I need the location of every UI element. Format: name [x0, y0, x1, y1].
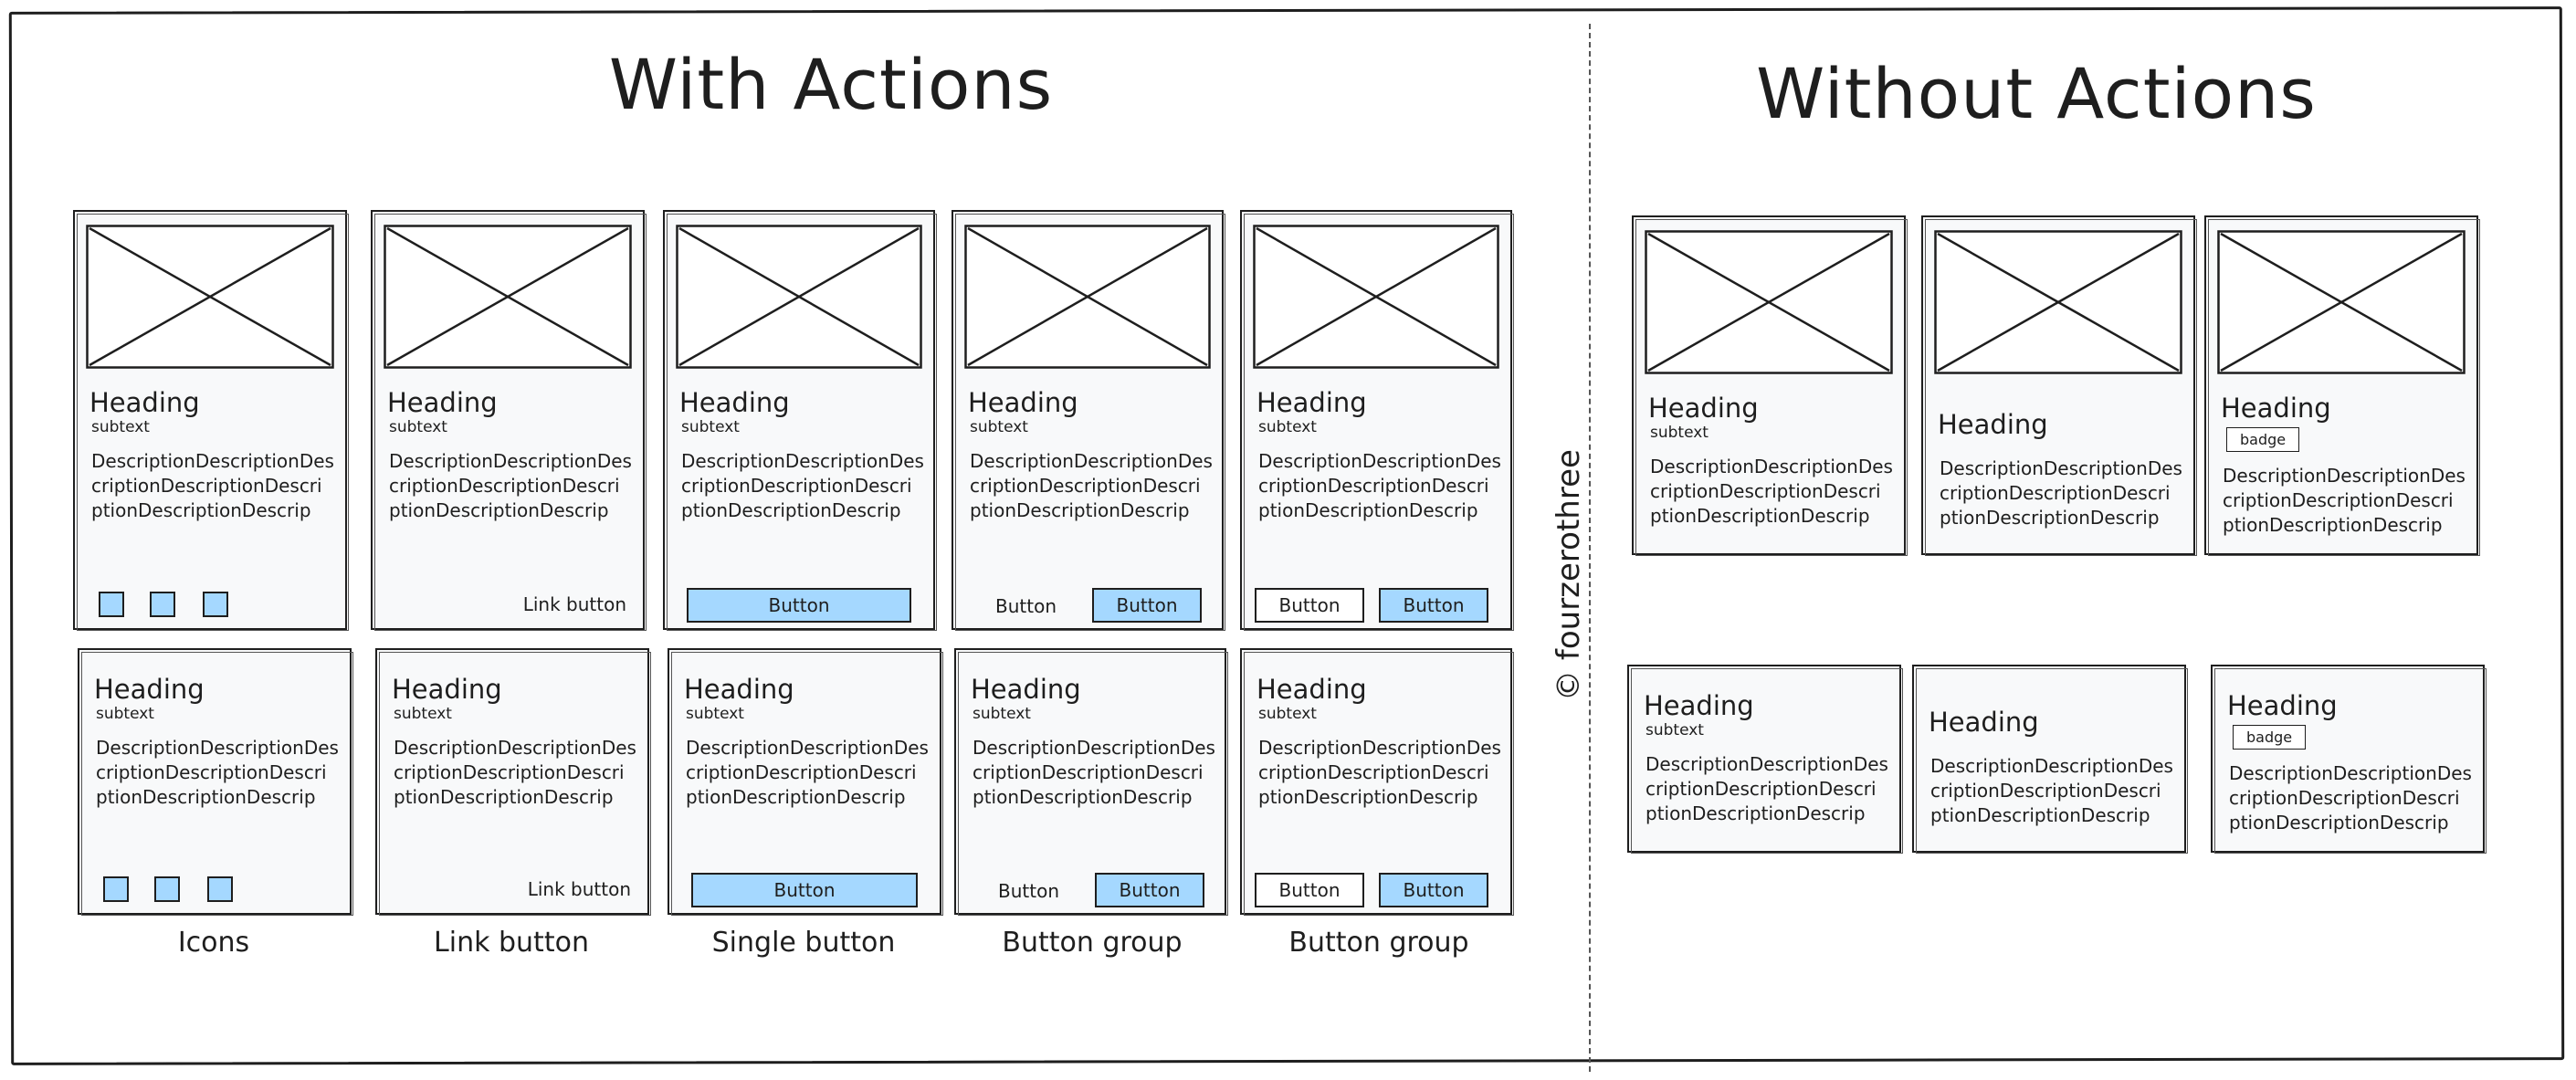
column-label: Single button [711, 927, 896, 959]
card-heading: Heading [1938, 409, 2048, 440]
card-heading: Heading [971, 674, 1081, 705]
column-label: Link button [434, 927, 589, 959]
primary-button[interactable]: Button [1379, 873, 1488, 907]
card-subtext: subtext [389, 418, 447, 436]
card-subtext: subtext [970, 418, 1028, 436]
card-heading: Heading [89, 387, 200, 418]
card-subtext: subtext [394, 705, 452, 723]
watermark: © fourzerothree [1551, 449, 1587, 701]
square-icon[interactable] [150, 592, 175, 617]
card-description: DescriptionDescriptionDes criptionDescri… [681, 450, 924, 521]
section-title-without-actions: Without Actions [1756, 53, 2317, 134]
placeholder-image-icon [86, 225, 334, 369]
card-subtext: subtext [1258, 705, 1317, 723]
placeholder-image-icon [676, 225, 922, 369]
card-description: DescriptionDescriptionDes criptionDescri… [1645, 753, 1888, 824]
card-subtext: subtext [1258, 418, 1317, 436]
section-divider [1589, 24, 1591, 1072]
link-button[interactable]: Link button [527, 878, 631, 900]
column-label: Button group [1002, 927, 1183, 959]
card-description: DescriptionDescriptionDes criptionDescri… [1930, 755, 2173, 826]
card-heading: Heading [968, 387, 1078, 418]
card-subtext: subtext [96, 705, 154, 723]
card-heading: Heading [679, 387, 790, 418]
text-button[interactable]: Button [995, 595, 1057, 617]
card-heading: Heading [392, 674, 502, 705]
placeholder-image-icon [1934, 230, 2182, 374]
primary-button[interactable]: Button [1095, 873, 1204, 907]
card-description: DescriptionDescriptionDes criptionDescri… [970, 450, 1213, 521]
card-description: DescriptionDescriptionDes criptionDescri… [96, 737, 339, 808]
card-heading: Heading [684, 674, 794, 705]
primary-button[interactable]: Button [687, 588, 911, 623]
card-description: DescriptionDescriptionDes criptionDescri… [394, 737, 636, 808]
placeholder-image-icon [384, 225, 632, 369]
card-description: DescriptionDescriptionDes criptionDescri… [1650, 456, 1893, 527]
card-subtext: subtext [686, 705, 744, 723]
card-heading: Heading [94, 674, 205, 705]
secondary-button[interactable]: Button [1255, 873, 1364, 907]
placeholder-image-icon [964, 225, 1211, 369]
card-description: DescriptionDescriptionDes criptionDescri… [973, 737, 1215, 808]
card-description: DescriptionDescriptionDes criptionDescri… [389, 450, 632, 521]
card-heading: Heading [1929, 707, 2039, 738]
card-description: DescriptionDescriptionDes criptionDescri… [1258, 737, 1501, 808]
square-icon[interactable] [154, 876, 180, 902]
square-icon[interactable] [203, 592, 228, 617]
primary-button[interactable]: Button [1092, 588, 1202, 623]
card-heading: Heading [1256, 387, 1367, 418]
square-icon[interactable] [99, 592, 124, 617]
card-heading: Heading [2227, 690, 2338, 721]
card-description: DescriptionDescriptionDes criptionDescri… [1258, 450, 1501, 521]
card-heading: Heading [1256, 674, 1367, 705]
secondary-button[interactable]: Button [1255, 588, 1364, 623]
card-subtext: subtext [1650, 424, 1709, 442]
primary-button[interactable]: Button [1379, 588, 1488, 623]
card-description: DescriptionDescriptionDes criptionDescri… [2229, 762, 2472, 834]
card-description: DescriptionDescriptionDes criptionDescri… [1940, 457, 2182, 529]
card-subtext: subtext [91, 418, 150, 436]
text-button[interactable]: Button [998, 880, 1059, 902]
card-heading: Heading [2221, 393, 2331, 424]
card-description: DescriptionDescriptionDes criptionDescri… [91, 450, 334, 521]
link-button[interactable]: Link button [522, 593, 626, 615]
card-subtext: subtext [973, 705, 1031, 723]
card-heading: Heading [1644, 690, 1754, 721]
card-description: DescriptionDescriptionDes criptionDescri… [2223, 465, 2466, 536]
column-label: Icons [177, 927, 250, 959]
section-title-with-actions: With Actions [608, 44, 1054, 125]
card-heading: Heading [387, 387, 498, 418]
card-heading: Heading [1648, 393, 1759, 424]
card-subtext: subtext [681, 418, 740, 436]
card-subtext: subtext [1645, 721, 1704, 739]
placeholder-image-icon [2217, 230, 2466, 374]
placeholder-image-icon [1253, 225, 1499, 369]
badge: badge [2226, 427, 2300, 452]
placeholder-image-icon [1645, 230, 1893, 374]
square-icon[interactable] [103, 876, 129, 902]
square-icon[interactable] [207, 876, 233, 902]
column-label: Button group [1288, 927, 1469, 959]
badge: badge [2233, 725, 2307, 750]
card-description: DescriptionDescriptionDes criptionDescri… [686, 737, 929, 808]
primary-button[interactable]: Button [691, 873, 918, 907]
